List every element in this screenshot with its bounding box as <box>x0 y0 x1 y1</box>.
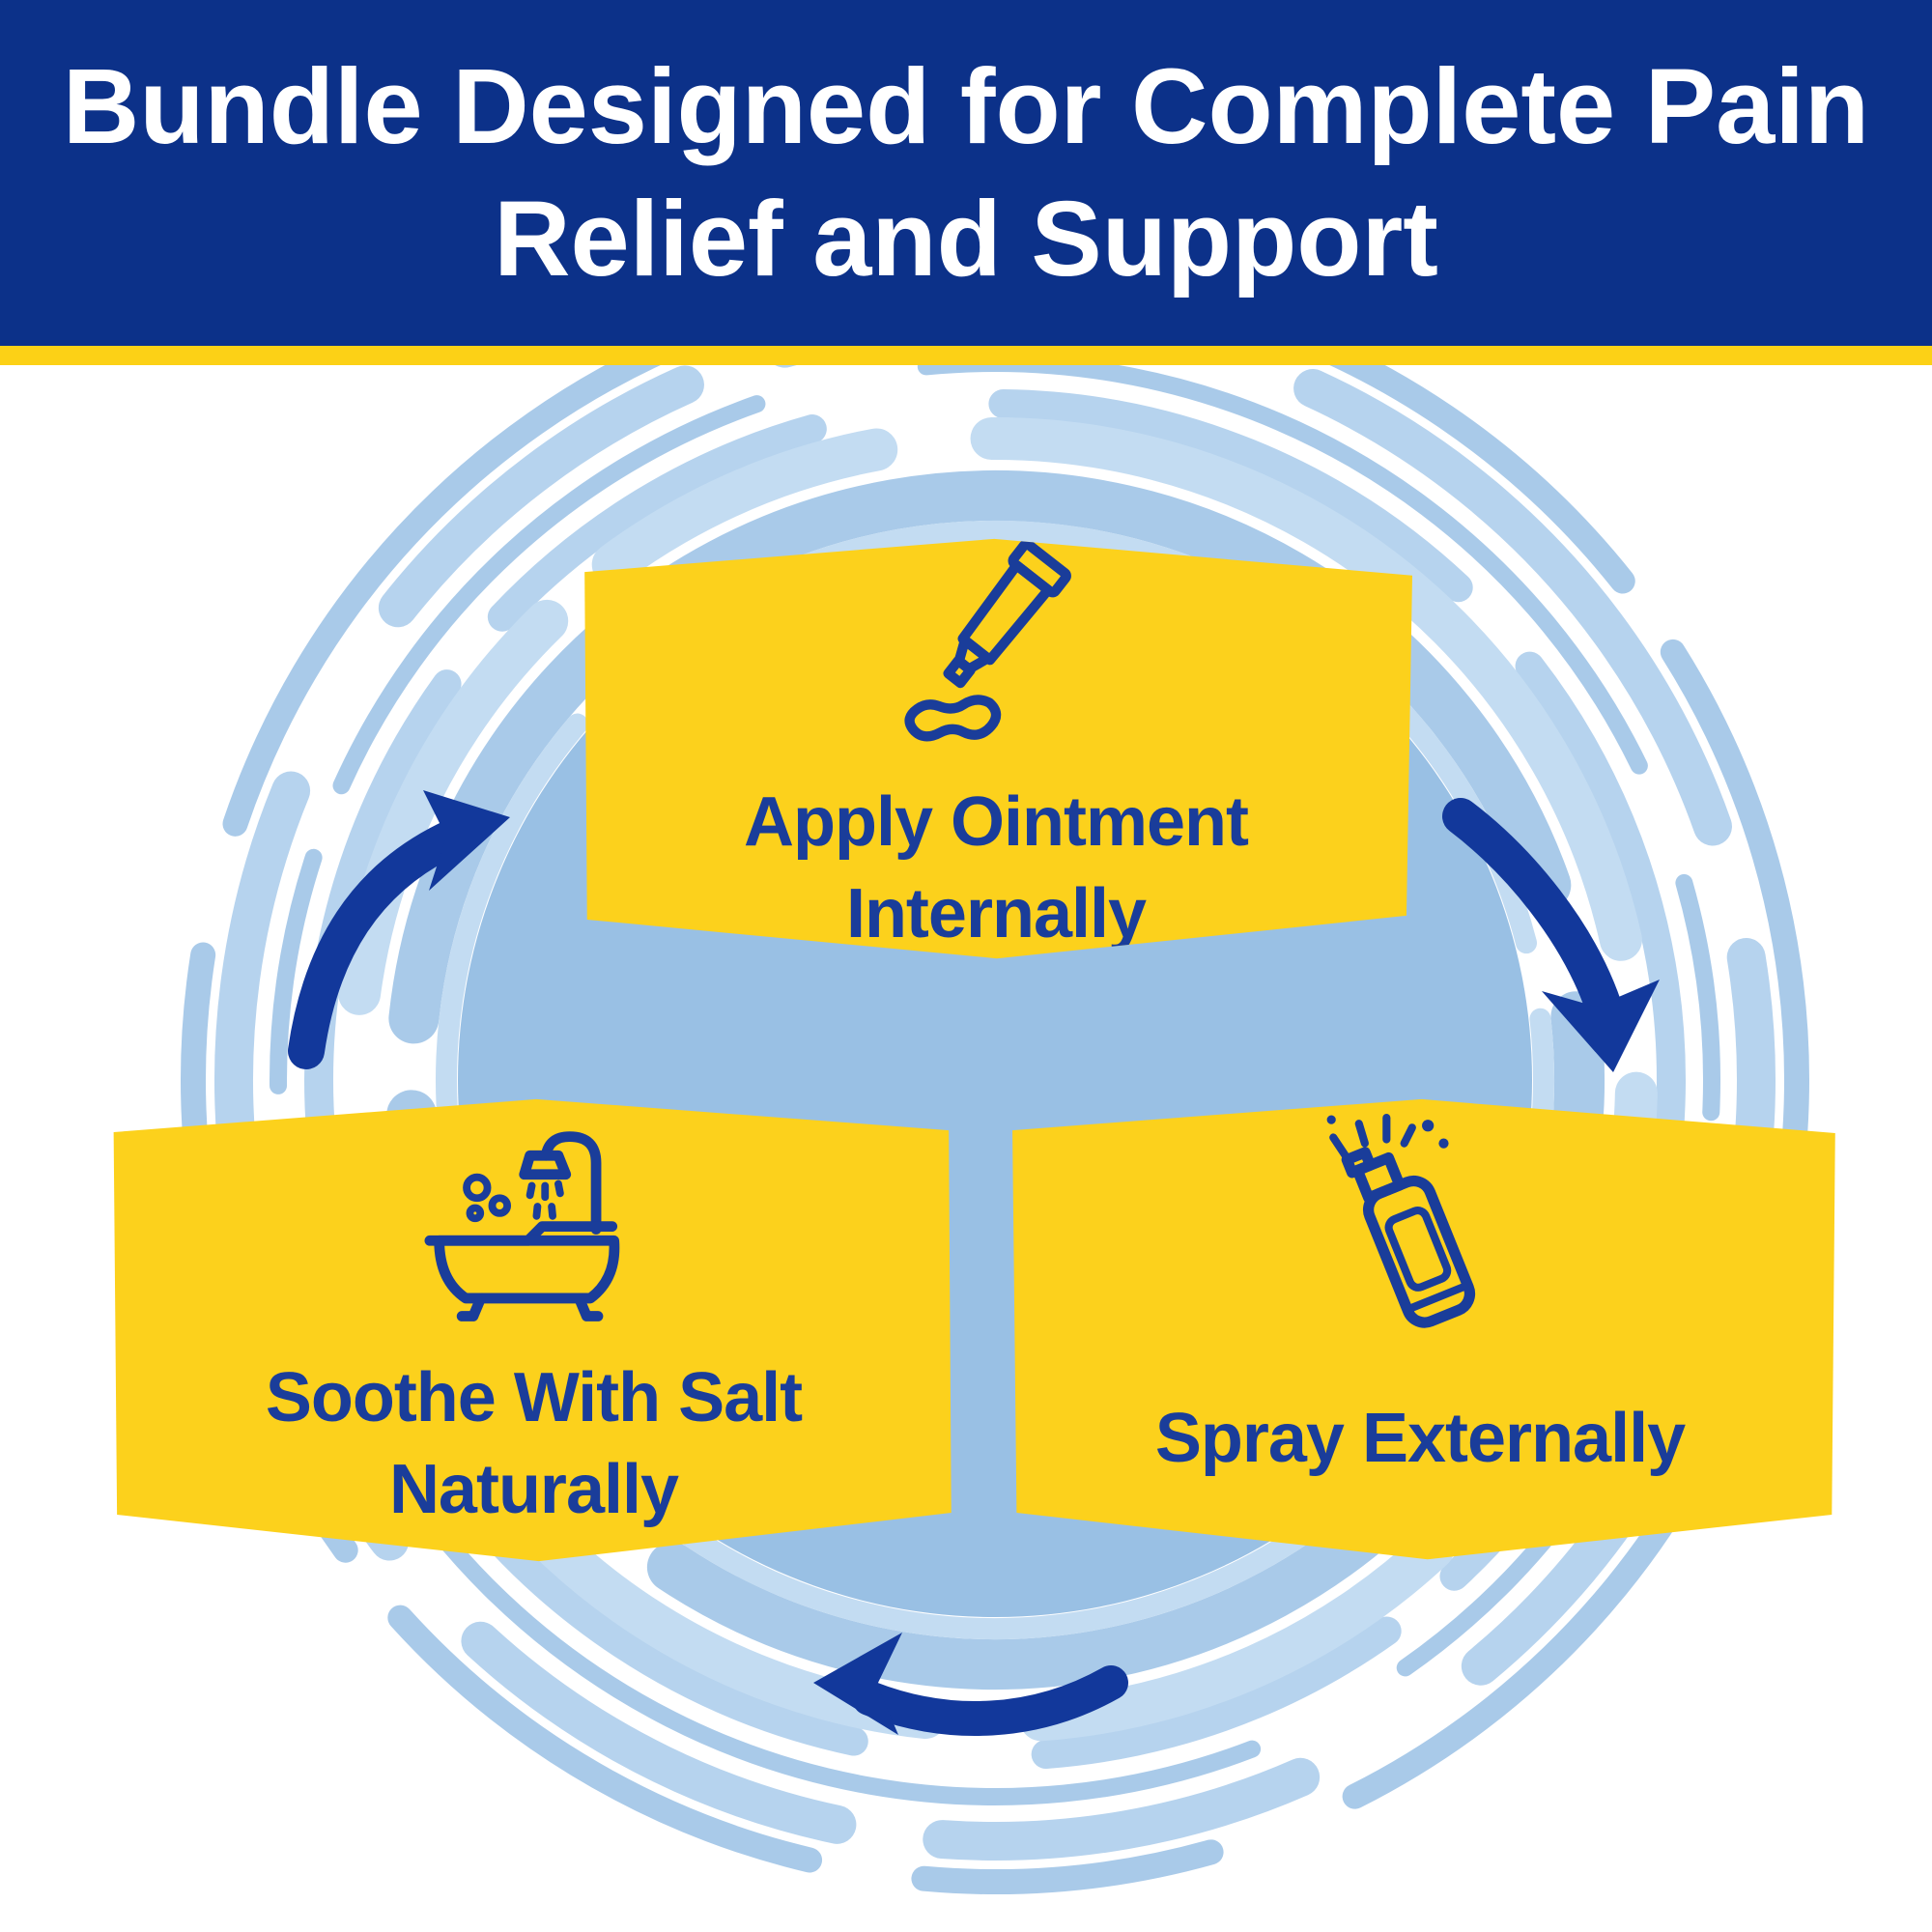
cycle-arrow-down-right-icon <box>1442 798 1660 1072</box>
cycle-arrow-up-right-icon <box>288 790 510 1069</box>
step-panel-apply-ointment: Apply Ointment Internally <box>584 538 1412 959</box>
spray-bottle-icon <box>1326 1114 1476 1328</box>
page-title-line1: Bundle Designed for Complete <box>62 46 1616 166</box>
step-panel-soothe-with-salt: Soothe With Salt Naturally <box>113 1098 952 1562</box>
step-label: Spray Externally <box>1154 1400 1686 1477</box>
page-title-line2: Pain Relief and Support <box>494 46 1870 299</box>
bathtub-shower-icon <box>424 1131 620 1321</box>
cycle-arrow-left-icon <box>813 1633 1128 1736</box>
ointment-tube-icon <box>903 539 1071 742</box>
step-label: Apply Ointment Internally <box>744 782 1249 952</box>
header-banner: Bundle Designed for Complete Pain Relief… <box>0 0 1932 346</box>
step-panel-spray-externally: Spray Externally <box>1012 1098 1835 1560</box>
accent-stripe <box>0 346 1932 365</box>
step-label: Soothe With Salt Naturally <box>265 1359 803 1529</box>
page-title: Bundle Designed for Complete Pain Relief… <box>0 41 1932 306</box>
